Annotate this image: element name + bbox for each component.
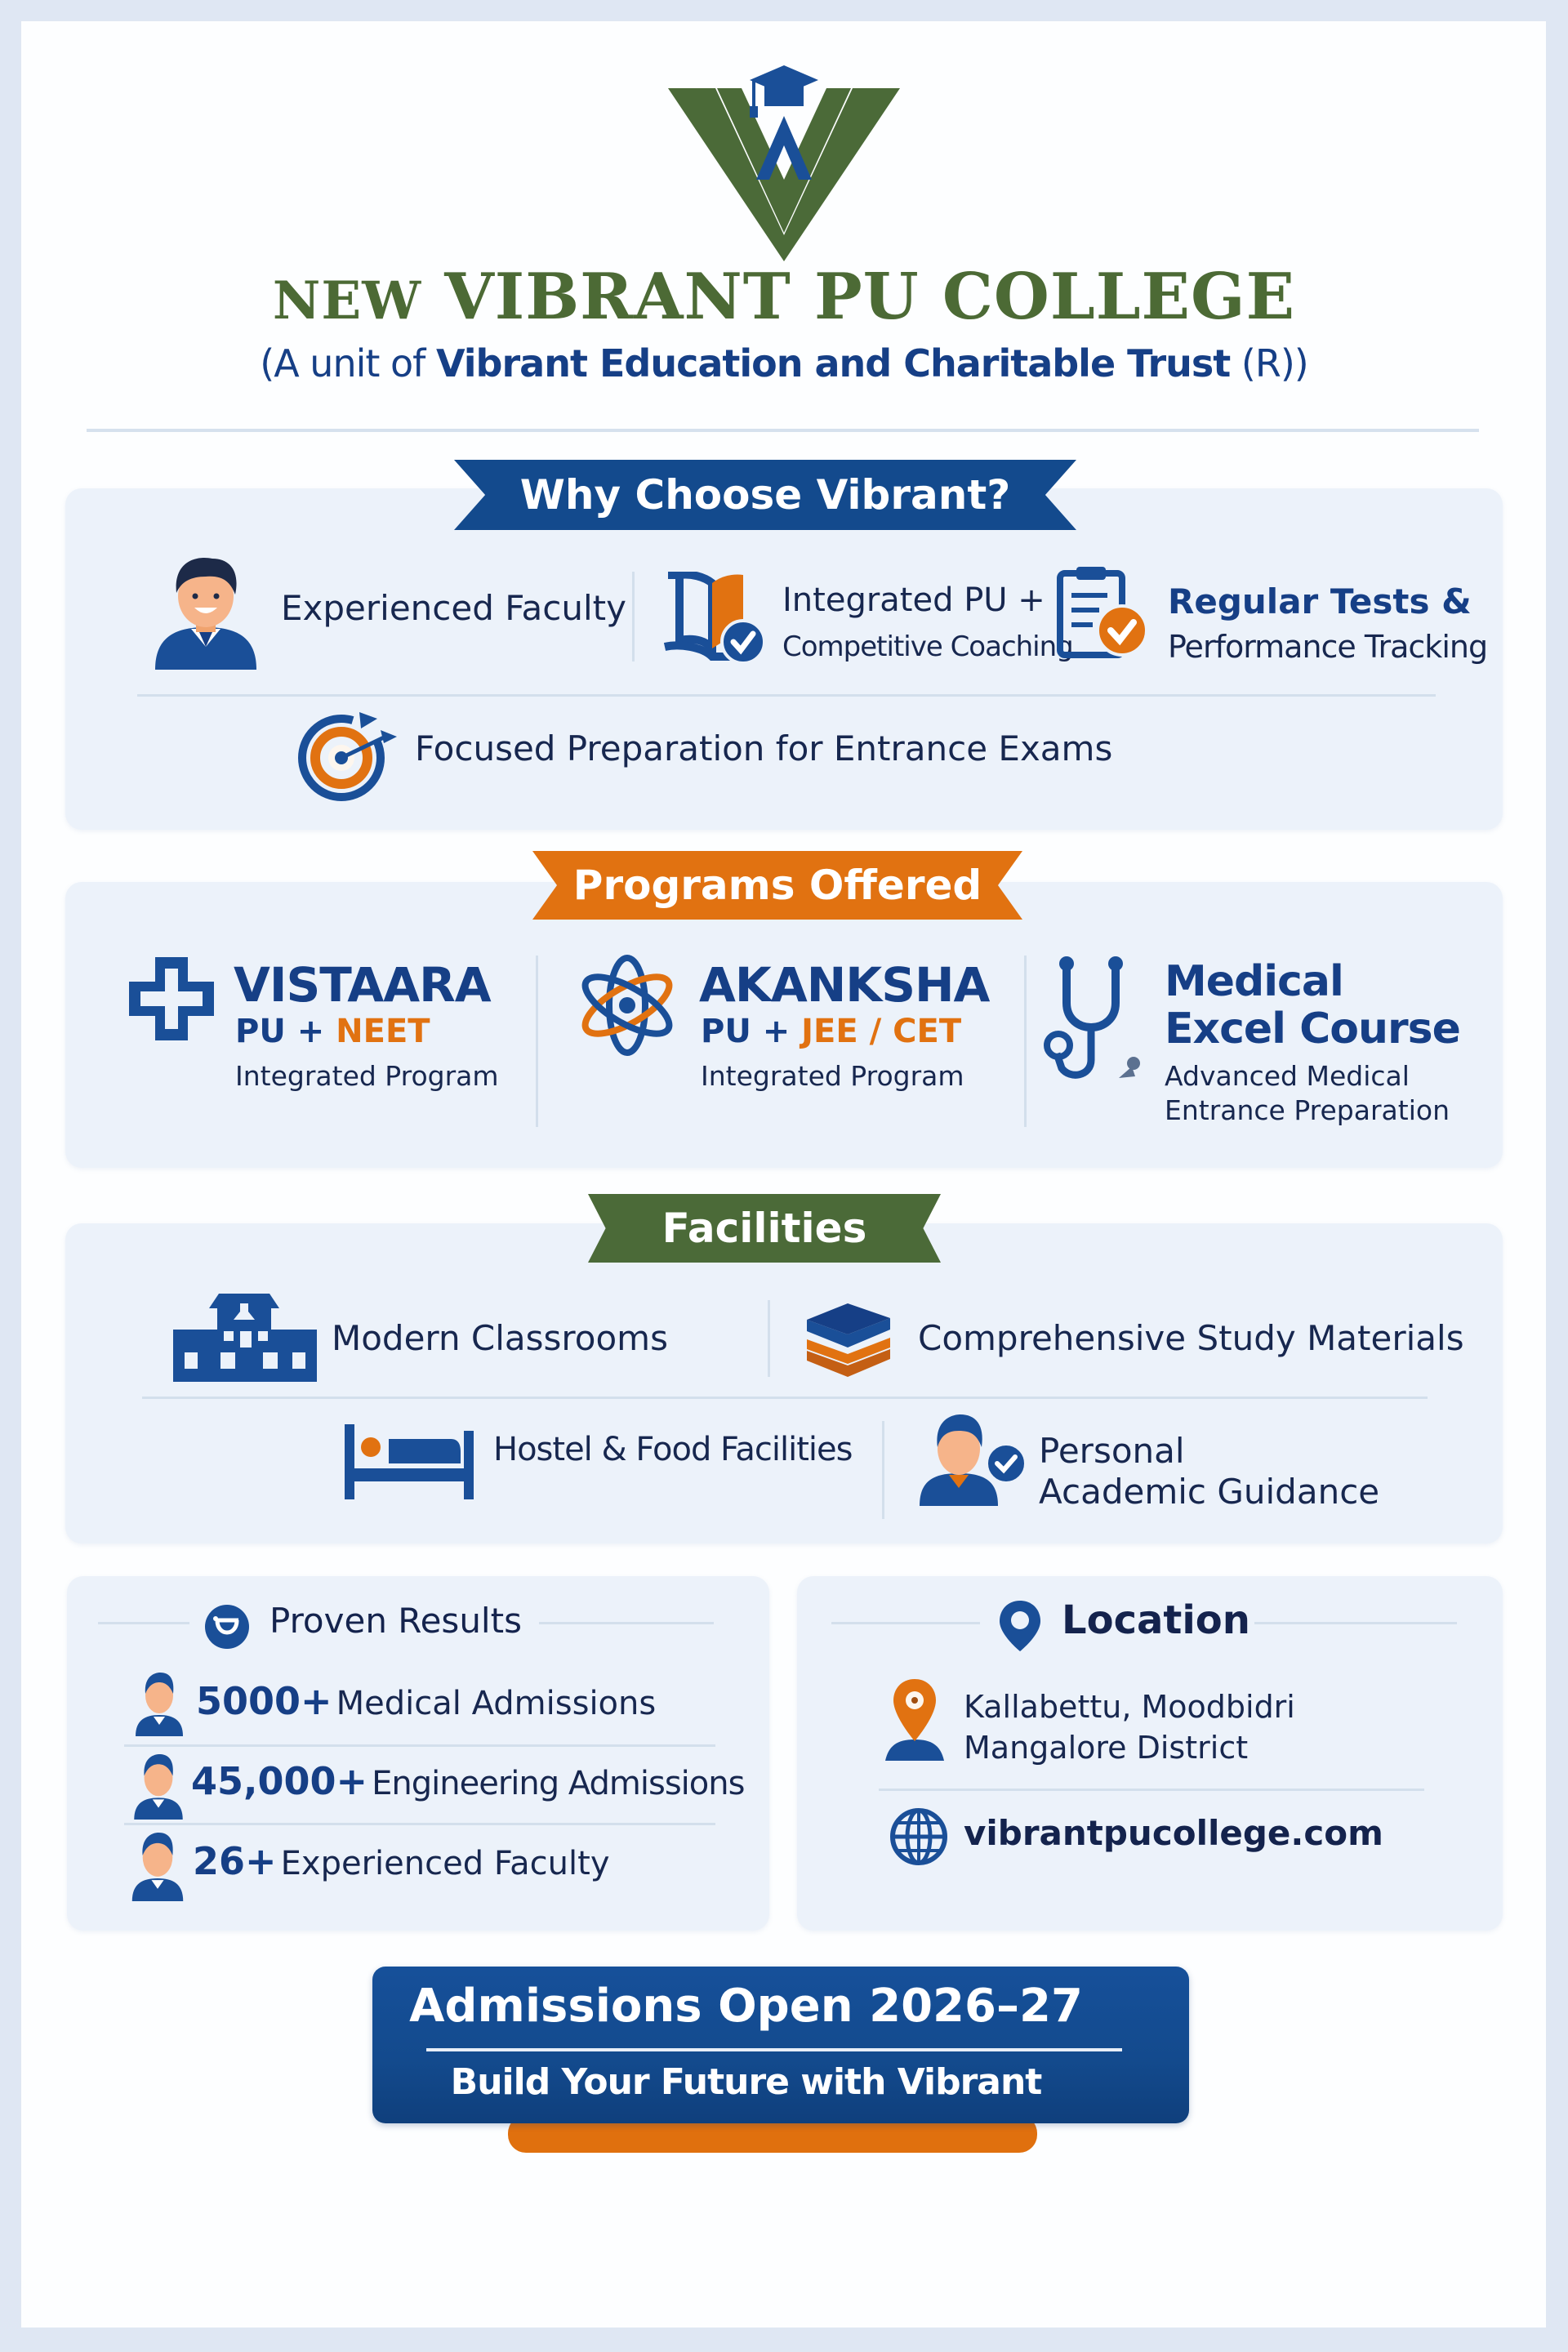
poster-page xyxy=(21,21,1546,2328)
results-card xyxy=(67,1576,769,1931)
facility-row-divider xyxy=(142,1396,1428,1399)
program-akanksha-exam: JEE / CET xyxy=(801,1013,962,1050)
program-akanksha-track: PU + JEE / CET xyxy=(701,1013,961,1050)
bed-icon xyxy=(345,1424,474,1499)
results-engineering-label: Engineering Admissions xyxy=(372,1765,745,1802)
title-prefix: NEW xyxy=(272,270,422,332)
books-stack-icon xyxy=(807,1303,890,1377)
why-item-experienced-faculty: Experienced Faculty xyxy=(281,588,626,628)
facility-divider-1 xyxy=(768,1300,770,1377)
website-link[interactable]: vibrantpucollege.com xyxy=(964,1813,1383,1853)
why-divider xyxy=(632,572,635,662)
college-subtitle: (A unit of Vibrant Education and Charita… xyxy=(0,341,1568,385)
results-divider-1 xyxy=(124,1744,715,1747)
location-heading-rule-left xyxy=(831,1622,980,1624)
results-row-1: 5000+ Medical Admissions xyxy=(196,1679,656,1723)
facilities-ribbon: Facilities xyxy=(588,1194,941,1263)
facility-personal-line2: Academic Guidance xyxy=(1039,1472,1380,1512)
programs-card xyxy=(65,882,1503,1168)
location-divider xyxy=(879,1788,1424,1791)
program-vistaara-exam: NEET xyxy=(336,1013,430,1050)
program-medical-desc-line2: Entrance Preparation xyxy=(1165,1094,1450,1126)
results-divider-2 xyxy=(124,1823,715,1825)
subtitle-trust-name: Vibrant Education and Charitable Trust xyxy=(436,341,1231,385)
results-medical-label: Medical Admissions xyxy=(336,1685,657,1722)
program-vistaara-track: PU + NEET xyxy=(235,1013,430,1050)
results-faculty-number: 26+ xyxy=(193,1839,277,1883)
title-main: VIBRANT PU COLLEGE xyxy=(444,260,1296,334)
facility-hostel-food: Hostel & Food Facilities xyxy=(493,1431,853,1468)
program-akanksha-prefix: PU + xyxy=(701,1013,802,1050)
results-row-2: 45,000+ Engineering Admissions xyxy=(191,1759,745,1803)
facility-modern-classrooms: Modern Classrooms xyxy=(332,1318,668,1358)
book-check-icon xyxy=(663,572,766,665)
program-akanksha-name: AKANKSHA xyxy=(699,957,990,1013)
location-heading-rule-right xyxy=(1254,1622,1457,1624)
results-medical-number: 5000+ xyxy=(196,1679,332,1723)
atom-icon xyxy=(581,955,673,1056)
why-item-focused-prep: Focused Preparation for Entrance Exams xyxy=(415,728,1113,768)
location-address-line1: Kallabettu, Moodbidri xyxy=(964,1689,1295,1725)
globe-icon xyxy=(890,1808,947,1865)
program-divider-2 xyxy=(1024,956,1027,1127)
program-medical-name-line1: Medical xyxy=(1165,957,1344,1006)
teacher-avatar-icon xyxy=(155,557,256,670)
cta-subtitle: Build Your Future with Vibrant xyxy=(450,2061,1043,2103)
facility-divider-2 xyxy=(882,1421,884,1519)
why-item-integrated-line2: Competitive Coaching xyxy=(782,630,1074,663)
results-heading-rule-right xyxy=(539,1622,714,1624)
program-medical-name-line2: Excel Course xyxy=(1165,1004,1461,1054)
cta-divider xyxy=(426,2048,1122,2051)
school-building-icon xyxy=(173,1294,317,1382)
location-address-line2: Mangalore District xyxy=(964,1730,1249,1766)
location-heading: Location xyxy=(1062,1597,1250,1643)
program-akanksha-desc: Integrated Program xyxy=(701,1060,964,1092)
graduate-avatar-icon xyxy=(131,1833,184,1901)
header-divider xyxy=(87,429,1479,432)
mentor-check-icon xyxy=(920,1414,1027,1506)
why-item-tests-line2: Performance Tracking xyxy=(1168,629,1488,665)
results-faculty-label: Experienced Faculty xyxy=(280,1845,610,1882)
clipboard-check-icon xyxy=(1057,567,1148,658)
results-engineering-number: 45,000+ xyxy=(191,1759,368,1803)
facility-study-materials: Comprehensive Study Materials xyxy=(918,1318,1464,1358)
college-logo-icon xyxy=(668,65,900,261)
target-icon xyxy=(298,712,397,801)
why-item-integrated-line1: Integrated PU + xyxy=(782,581,1045,619)
facility-personal-line1: Personal xyxy=(1039,1431,1185,1471)
subtitle-close: (R)) xyxy=(1230,341,1309,385)
facilities-card xyxy=(65,1223,1503,1544)
results-heading: Proven Results xyxy=(270,1601,522,1641)
graduate-avatar-icon xyxy=(136,1673,183,1736)
program-vistaara-desc: Integrated Program xyxy=(235,1060,499,1092)
program-divider-1 xyxy=(536,956,538,1127)
why-choose-ribbon: Why Choose Vibrant? xyxy=(454,460,1076,530)
stethoscope-icon xyxy=(1044,956,1140,1079)
person-location-icon xyxy=(885,1679,944,1761)
program-vistaara-prefix: PU + xyxy=(235,1013,336,1050)
program-vistaara-name: VISTAARA xyxy=(234,957,492,1013)
admissions-cta-banner[interactable]: Admissions Open 2026–27 Build Your Futur… xyxy=(372,1967,1189,2123)
graduate-avatar-icon xyxy=(134,1754,183,1820)
results-row-3: 26+ Experienced Faculty xyxy=(193,1839,610,1883)
college-title: NEW VIBRANT PU COLLEGE xyxy=(0,260,1568,334)
subtitle-open: (A unit of xyxy=(260,341,436,385)
why-item-tests-line1: Regular Tests & xyxy=(1168,581,1472,621)
trophy-icon xyxy=(205,1605,249,1649)
results-heading-rule-left xyxy=(98,1622,189,1624)
cta-title: Admissions Open 2026–27 xyxy=(409,1980,1083,2033)
why-row-divider xyxy=(137,694,1436,697)
programs-ribbon: Programs Offered xyxy=(532,851,1022,920)
map-pin-icon xyxy=(1000,1601,1040,1651)
program-medical-desc-line1: Advanced Medical xyxy=(1165,1060,1410,1092)
medical-cross-icon xyxy=(129,957,214,1040)
